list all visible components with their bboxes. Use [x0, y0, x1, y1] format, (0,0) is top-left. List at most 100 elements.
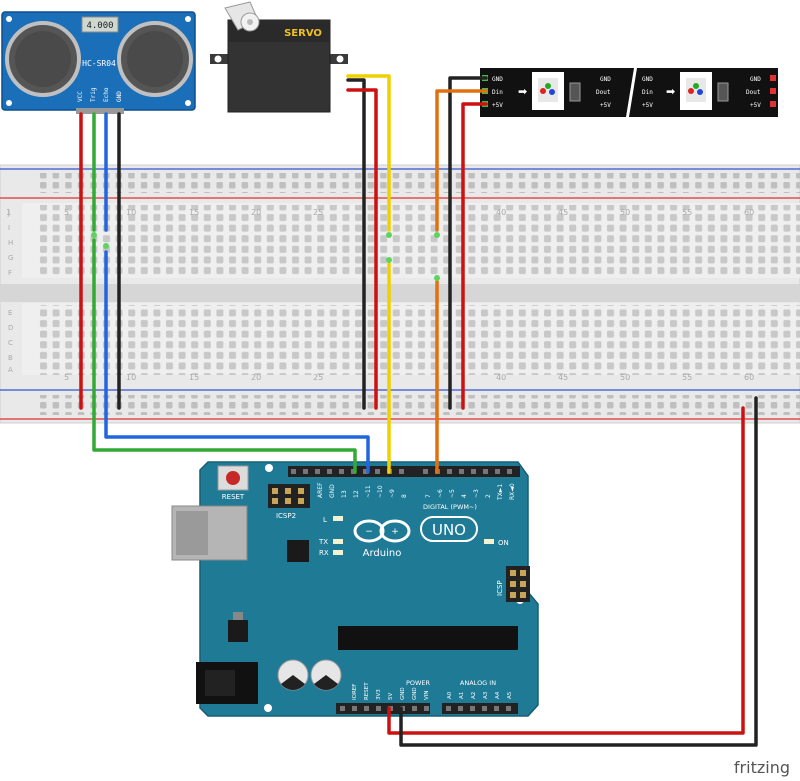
- pin-label: 4: [461, 494, 468, 498]
- col-num: 15: [189, 208, 199, 217]
- rgb-led-1: ➡: [518, 72, 581, 110]
- arrow-icon: ➡: [518, 85, 527, 98]
- pin-label: A5: [507, 691, 513, 699]
- pin: [399, 469, 404, 474]
- pin-label: ~3: [473, 489, 480, 498]
- pin-label: IOREF: [352, 684, 358, 700]
- wire-servo-gnd: [346, 78, 366, 410]
- pin-label: ~11: [365, 485, 372, 498]
- rgb-led-2: ➡: [666, 72, 729, 110]
- pin: [364, 706, 369, 711]
- pin: [459, 469, 464, 474]
- arduino-logo: − + Arduino UNO: [353, 516, 478, 559]
- pin: [303, 469, 308, 474]
- power-header: POWER IOREF RESET 3V3 5V GND GND VIN: [336, 679, 431, 714]
- col-num: 55: [682, 373, 692, 382]
- pin: [363, 469, 368, 474]
- logo-plus: +: [391, 527, 399, 537]
- pin-label: +5V: [492, 102, 503, 109]
- led-red: [688, 88, 694, 94]
- transducer-right-mesh: [127, 31, 183, 87]
- wire-servo-vcc: [346, 88, 378, 410]
- pin: [446, 706, 451, 711]
- pin-label: 5V: [388, 693, 394, 700]
- pin: [470, 706, 475, 711]
- wire-led-gnd: [448, 76, 488, 410]
- pin-label: 7: [425, 494, 432, 498]
- pin-label: RESET: [364, 682, 370, 700]
- capacitor-band: [281, 675, 305, 690]
- power-label: POWER: [406, 679, 431, 687]
- pin-label: Dout: [746, 89, 761, 96]
- logo-minus: −: [365, 527, 373, 537]
- voltage-regulator: [228, 620, 248, 642]
- row-letter: B: [8, 354, 13, 362]
- pin-label: GND: [400, 687, 406, 700]
- pin-label: GND: [750, 76, 761, 83]
- led-lens: [686, 78, 706, 102]
- smd-capacitor: [717, 82, 729, 102]
- led-strip-pin-labels: GND Din +5V GND Dout +5V GND Din +5V GND…: [492, 76, 761, 109]
- pin-label: ~6: [437, 489, 444, 498]
- pin: [352, 706, 357, 711]
- pin: [285, 498, 291, 504]
- pin: [447, 469, 452, 474]
- col-num: 60: [744, 208, 754, 217]
- pin: [272, 498, 278, 504]
- endpoint: [434, 275, 440, 281]
- col-num: 10: [126, 208, 136, 217]
- row-letter: J: [7, 209, 10, 217]
- servo-motor: SERVO: [210, 1, 348, 113]
- pin: [298, 498, 304, 504]
- pad: [770, 101, 776, 107]
- crystal-oscillator: [81, 16, 119, 33]
- arduino-board: [199, 461, 539, 717]
- pin-label: AREF: [317, 482, 324, 498]
- pin: [520, 581, 526, 587]
- reset-button-cap[interactable]: [226, 471, 240, 485]
- breadboard: 1 5 10 15 20 25 40 45 50 55 60 5 10 15 2…: [0, 164, 800, 424]
- endpoint: [91, 232, 97, 238]
- wire-led-5v: [461, 102, 488, 410]
- arduino-uno: RESET ICSP2: [171, 461, 539, 717]
- analog-label: ANALOG IN: [460, 679, 496, 687]
- col-num: 45: [558, 208, 568, 217]
- pin: [339, 469, 344, 474]
- servo-mount-hole: [336, 55, 344, 63]
- pin-label: A0: [447, 691, 453, 699]
- header-body: [442, 703, 518, 714]
- pin-label: TX►1: [497, 484, 504, 501]
- col-num: 60: [744, 373, 754, 382]
- dc-jack-inner: [205, 670, 235, 696]
- endpoint: [386, 257, 392, 263]
- wire-5v-to-rail: [387, 406, 745, 735]
- row-letter: F: [8, 269, 12, 277]
- col-num: 50: [620, 208, 630, 217]
- wire-gnd-to-rail: [399, 396, 758, 747]
- pin: [471, 469, 476, 474]
- pin-label: Din: [492, 89, 503, 96]
- pin-label-vcc: VCC: [77, 91, 84, 102]
- uno-badge: [420, 516, 478, 542]
- crystal-label: 4.000: [86, 21, 113, 31]
- row-letter: G: [8, 254, 13, 262]
- col-num: 40: [496, 373, 506, 382]
- digital-label: DIGITAL (PWM~): [423, 503, 477, 511]
- pin: [483, 469, 488, 474]
- pin: [507, 469, 512, 474]
- icsp2-label: ICSP2: [276, 512, 296, 520]
- arrow-icon: ➡: [666, 85, 675, 98]
- pin-label: ~5: [449, 489, 456, 498]
- icsp2-header: ICSP2: [268, 484, 310, 520]
- col-num: 25: [313, 208, 323, 217]
- row-letter: D: [8, 324, 13, 332]
- icsp-label: ICSP: [496, 580, 504, 596]
- column-numbers-top: 1 5 10 15 20 25 40 45 50 55 60: [6, 208, 754, 217]
- row-letter: E: [8, 309, 12, 317]
- pin-label: Dout: [596, 89, 611, 96]
- col-num: 5: [64, 208, 69, 217]
- pad: [770, 88, 776, 94]
- reset-label: RESET: [222, 493, 245, 501]
- pin-label: GND: [492, 76, 503, 83]
- board-mount-hole: [264, 704, 272, 712]
